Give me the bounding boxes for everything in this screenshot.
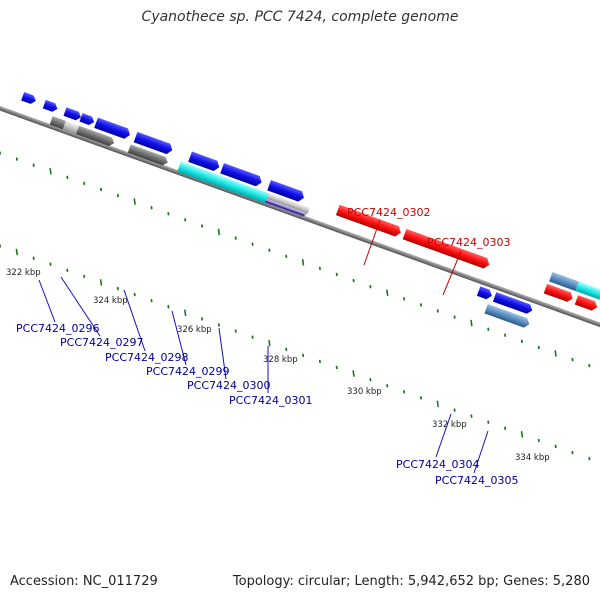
major-tick bbox=[301, 259, 305, 266]
gene-arrow[interactable] bbox=[216, 175, 272, 205]
gene-arrow[interactable] bbox=[220, 163, 263, 188]
gene-arrow[interactable] bbox=[127, 144, 170, 166]
leader-line bbox=[218, 327, 227, 380]
gene-arrow[interactable] bbox=[133, 131, 174, 156]
gene-arrow[interactable] bbox=[188, 151, 221, 173]
genome-backbone bbox=[0, 0, 600, 466]
kbp-tick-label: 334 kbp bbox=[515, 453, 550, 463]
kbp-tick-label: 326 kbp bbox=[177, 325, 212, 335]
leader-line bbox=[38, 279, 56, 323]
gene-label[interactable]: PCC7424_0302 bbox=[347, 206, 430, 219]
major-tick bbox=[520, 431, 524, 438]
major-tick bbox=[99, 279, 103, 286]
gene-arrow[interactable] bbox=[94, 117, 132, 141]
inner-tick-track bbox=[0, 244, 591, 461]
major-tick bbox=[352, 370, 355, 377]
gene-label[interactable]: PCC7424_0297 bbox=[60, 336, 143, 349]
gene-arrow[interactable] bbox=[42, 99, 59, 113]
genome-summary-text: Topology: circular; Length: 5,942,652 bp… bbox=[232, 574, 590, 589]
gene-label[interactable]: PCC7424_0300 bbox=[187, 379, 270, 392]
major-tick bbox=[554, 350, 557, 357]
major-tick bbox=[470, 319, 473, 327]
major-tick bbox=[268, 339, 271, 347]
gene-arrow[interactable] bbox=[266, 192, 310, 214]
gene-arrow[interactable] bbox=[484, 303, 531, 329]
gene-arrow[interactable] bbox=[335, 204, 403, 238]
leader-line bbox=[473, 430, 489, 474]
gene-label[interactable]: PCC7424_0299 bbox=[146, 365, 229, 378]
kbp-tick-label: 330 kbp bbox=[347, 387, 382, 397]
gene-arrow[interactable] bbox=[62, 120, 80, 135]
gene-arrow[interactable] bbox=[267, 180, 306, 203]
kbp-tick-label: 322 kbp bbox=[6, 268, 41, 278]
major-tick bbox=[184, 309, 187, 317]
gene-arrow[interactable] bbox=[264, 198, 308, 219]
gene-arrow[interactable] bbox=[21, 92, 37, 105]
gene-arrow[interactable] bbox=[75, 125, 116, 148]
gene-arrow[interactable] bbox=[575, 281, 600, 302]
gene-arrow[interactable] bbox=[574, 295, 599, 312]
major-tick bbox=[133, 198, 136, 205]
map-title: Cyanothece sp. PCC 7424, complete genome bbox=[141, 9, 459, 25]
accession-text: Accession: NC_011729 bbox=[10, 574, 158, 589]
major-tick bbox=[15, 248, 18, 256]
kbp-tick-label: 328 kbp bbox=[263, 355, 298, 365]
major-tick bbox=[386, 289, 389, 297]
gene-label[interactable]: PCC7424_0305 bbox=[435, 474, 518, 487]
gene-arrow[interactable] bbox=[543, 283, 575, 303]
gene-label[interactable]: PCC7424_0298 bbox=[105, 351, 188, 364]
leader-line bbox=[60, 276, 101, 337]
kbp-tick-label: 324 kbp bbox=[93, 296, 128, 306]
leader-line bbox=[363, 219, 381, 266]
gene-arrow[interactable] bbox=[476, 286, 494, 300]
major-tick bbox=[217, 228, 221, 236]
gene-arrow[interactable] bbox=[492, 292, 534, 315]
gene-arrow[interactable] bbox=[63, 107, 82, 121]
gene-label[interactable]: PCC7424_0301 bbox=[229, 394, 312, 407]
gene-label[interactable]: PCC7424_0303 bbox=[427, 236, 510, 249]
leader-line bbox=[435, 413, 452, 458]
leader-line bbox=[171, 310, 187, 366]
major-tick bbox=[49, 167, 52, 175]
leader-line bbox=[442, 250, 462, 296]
gene-arrow[interactable] bbox=[402, 228, 491, 270]
gene-arrow[interactable] bbox=[177, 161, 221, 186]
gene-arrow[interactable] bbox=[549, 272, 579, 291]
gene-label[interactable]: PCC7424_0304 bbox=[396, 458, 479, 471]
gene-label[interactable]: PCC7424_0296 bbox=[16, 322, 99, 335]
kbp-tick-label: 332 kbp bbox=[432, 420, 467, 430]
gene-arrow[interactable] bbox=[79, 113, 95, 126]
outer-tick-track bbox=[0, 151, 591, 368]
major-tick bbox=[436, 400, 439, 408]
gene-arrow[interactable] bbox=[49, 116, 66, 130]
leader-line bbox=[123, 289, 146, 352]
